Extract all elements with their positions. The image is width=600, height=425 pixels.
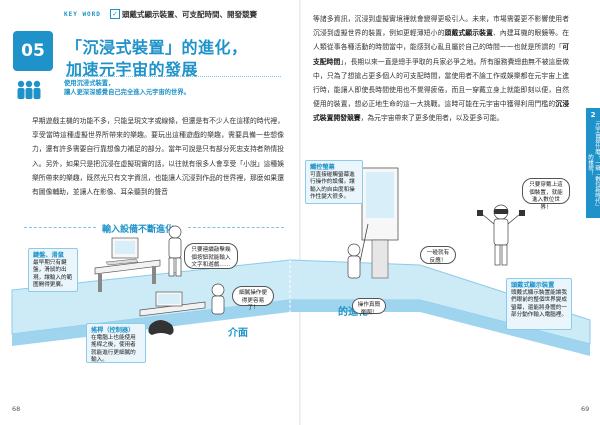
monitor-screen [158, 294, 180, 304]
person-head [347, 243, 361, 257]
keyboard-icon [105, 258, 139, 266]
hmd-icon [494, 209, 508, 214]
chapter-side-tab: 2 元宇宙是什麼？一窺「數位新時代」的樣貌！ [586, 108, 600, 218]
page-gutter [299, 0, 301, 425]
person-leg [501, 244, 508, 266]
person-arm [481, 213, 495, 225]
person-leg [494, 244, 501, 266]
section-divider-right [188, 227, 284, 228]
floor-edge [12, 300, 590, 356]
desk-top [94, 259, 161, 275]
touch-screen [366, 172, 394, 218]
person-body [211, 295, 225, 315]
chapter-title-line2: 加速元宇宙的發展 [66, 60, 199, 79]
person-head [211, 283, 225, 297]
page-number-left: 68 [12, 405, 21, 413]
title-divider [66, 76, 281, 77]
callout-joystick: 搖桿（控制器） 在電腦上也能使用搖桿之後，使用者就能進行更細膩的輸入。 [86, 323, 146, 363]
check-icon: ✓ [110, 9, 120, 19]
chapter-lead: 使用沉浸式裝置， 讓人更深深感覺自己完全進入元宇宙的世界。 [64, 80, 190, 96]
left-body-text: 早期遊戲主機的功能不多，只能呈現文字或線條，但還是有不少人在這樣的時代裡，享受當… [32, 117, 284, 197]
chapter-title-line1: 「沉浸式裝置」的進化， [66, 38, 248, 57]
person-arm [507, 213, 521, 225]
person-arm [359, 223, 369, 263]
callout-touchscreen: 觸控螢幕 可直接碰觸螢幕進行操作的設備。讓輸入的自由度和操作性變大很多。 [305, 160, 363, 204]
page-number-right: 69 [581, 405, 590, 413]
callout-hmd: 頭戴式顯示裝置 頭戴式顯示裝置能讓我們眼前的整個世界變成螢幕，還能將身體的一部分… [506, 278, 572, 330]
person-body [347, 255, 361, 279]
person-leg [175, 257, 182, 277]
person-leg [168, 257, 175, 277]
gamepad-icon [148, 320, 174, 335]
person-head [168, 225, 182, 239]
floor-label-left: 介面 [228, 328, 248, 339]
desk2-top [139, 301, 206, 317]
section-title: 輸入設備不斷進化 [102, 225, 175, 235]
right-page: 等諸多資訊，沉浸到虛擬實境裡就會變得更吸引人。未來，市場需要更不影響使用者沉浸到… [300, 0, 600, 425]
speech-bubble-operate: 操作真簡單啊！ [352, 298, 386, 316]
crt-screen [115, 241, 135, 254]
floor-label-right: 的進化 [338, 307, 368, 318]
speech-bubble-hmd: 只要穿戴上這個裝置，就能進入數位世界！ [522, 178, 570, 211]
speech-bubble-keyboard: 只要連續敲擊幾個按鈕就能輸入文字和遊戲…… [184, 243, 238, 269]
desk-leg [98, 274, 102, 292]
chapter-number-badge: 05 [13, 31, 53, 71]
right-body-text: 等諸多資訊，沉浸到虛擬實境裡就會變得更吸引人。未來，市場需要更不影響使用者沉浸到… [313, 15, 570, 123]
person-body [168, 237, 182, 259]
people-icon [17, 80, 41, 99]
left-page: KEY WORD ✓ 頭戴式顯示裝置、可支配時間、開發競賽 05 「沉浸式裝置」… [12, 9, 284, 413]
person-body [493, 218, 509, 246]
callout-keyboard: 鍵盤、滑鼠 最早期只有鍵盤，滑鼠的出現，讓輸入的範圍開得更廣。 [28, 248, 78, 292]
section-divider-left [24, 227, 96, 228]
speech-bubble-touch: 一碰就有反應！ [420, 246, 456, 264]
hand-controller-icon [519, 210, 525, 216]
kiosk-stand [371, 239, 389, 279]
speech-bubble-controller: 細膩操作便得更容易了！ [232, 286, 274, 311]
hand-controller-icon [477, 210, 483, 216]
keyword-label: KEY WORD [64, 11, 101, 18]
desk-leg [152, 266, 156, 284]
keyword-text: 頭戴式顯示裝置、可支配時間、開發競賽 [122, 10, 257, 19]
